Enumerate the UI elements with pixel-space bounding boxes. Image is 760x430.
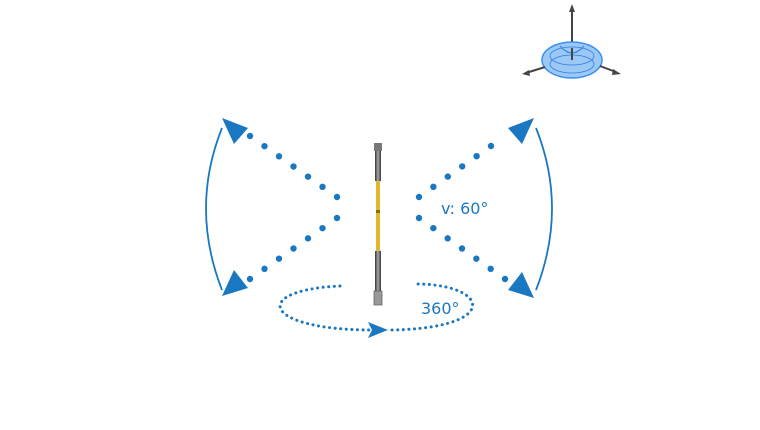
beam-dot [444,235,451,242]
beam-dot [487,265,494,273]
beam-dot [415,193,423,201]
left-sweep-arc [205,127,223,291]
beam-dot [246,132,254,140]
arrowhead-left-bottom [222,270,248,296]
beam-dot [261,265,268,273]
arrowhead-right-top [508,118,534,144]
beam-dot [319,224,326,232]
beam-dot [430,224,437,232]
beam-dot [458,245,466,252]
arrowhead-right-bottom [508,272,534,298]
beam-dot [415,214,423,222]
horizontal-rotation-path [278,282,475,332]
beam-dot [275,153,283,160]
torus-radiation-pattern-icon [522,4,621,79]
beam-dot [246,275,254,283]
right-upper-beam [415,142,495,201]
beam-dot [319,183,326,191]
beam-dot [444,173,451,180]
beam-dot [333,214,341,222]
rotation-arrowhead [368,322,388,338]
horizontal-angle-label: 360° [421,299,460,318]
beam-dot [430,183,437,190]
arrowhead-left-top [222,118,248,144]
beam-dot [290,163,297,170]
vertical-angle-label: v: 60° [441,199,488,218]
beam-dot [275,255,283,262]
beam-dot [473,153,480,160]
beam-dot [459,163,466,170]
beam-dot [333,193,341,201]
beam-dot [473,255,480,262]
beam-dot [304,173,312,180]
beam-dot [304,235,312,242]
beam-dot [290,245,297,252]
antenna [373,143,383,306]
right-sweep-arc [535,127,553,291]
beam-dot [501,275,509,283]
beam-dot [487,142,495,150]
left-upper-beam [246,132,341,201]
left-lower-beam [246,214,341,283]
beam-dot [261,142,268,150]
right-lower-beam [415,214,509,283]
